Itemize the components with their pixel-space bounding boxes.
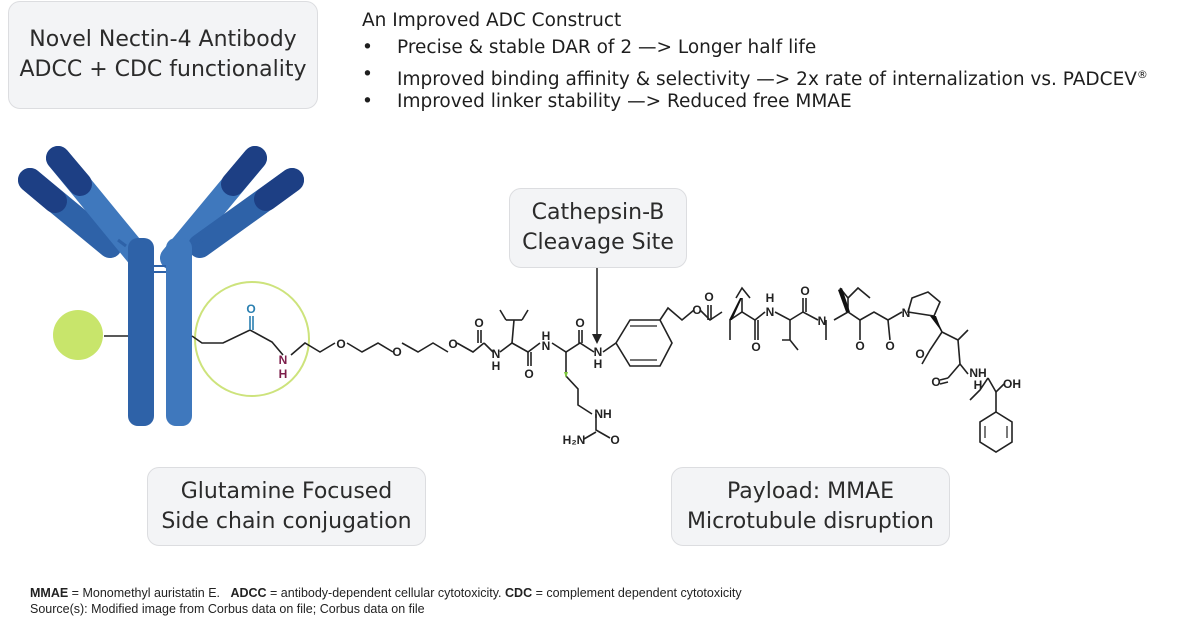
atom-label-h: H [492,359,501,373]
atom-label-o: O [855,339,864,353]
abbr-adcc-definition: = antibody-dependent cellular cytotoxici… [266,586,502,600]
atom-label-oh: OH [1003,377,1021,391]
abbr-cdc-definition: = complement dependent cytotoxicity [532,586,742,600]
atom-label-o: O [448,337,457,351]
construct-title: An Improved ADC Construct [362,10,622,31]
abbr-mmae-definition: = Monomethyl auristatin E. [68,586,221,600]
atom-label-o: O [575,316,584,330]
bullet-text: Improved linker stability —> Reduced fre… [397,91,852,112]
cleavage-site-line2: Cleavage Site [522,230,674,255]
atom-label-nh: NH [594,407,611,421]
registered-mark: ® [1136,68,1148,81]
atom-label-o: O [392,345,401,359]
atom-label-o: O [931,375,940,389]
stereo-wedges [729,288,942,332]
construct-panel: An Improved ADC Construct • Precise & st… [362,8,1148,115]
atom-label-h: H [279,367,288,381]
atom-label-nh: NH [969,366,986,380]
atom-label-o: O [915,347,924,361]
payload-line1: Payload: MMAE [726,478,895,504]
construct-bullet: • Improved binding affinity & selectivit… [362,61,1148,91]
conjugation-site-circle [194,281,310,397]
conjugation-box: Glutamine Focused Side chain conjugation [147,467,426,546]
antibody-left-stem [128,238,154,426]
linker-chain [191,286,1013,453]
abbr-mmae: MMAE [30,586,69,600]
payload-box: Payload: MMAE Microtubule disruption [671,467,950,546]
atom-label-h: H [594,357,603,371]
footnote-abbreviations: MMAE = Monomethyl auristatin E. ADCC = a… [30,585,742,601]
atom-label-h2n: H₂N [563,433,586,447]
bullet-dot: • [362,64,373,85]
bullet-dot: • [362,91,373,112]
construct-bullet: • Improved linker stability —> Reduced f… [362,88,1148,115]
payload-line2: Microtubule disruption [687,508,934,534]
conjugation-line1: Glutamine Focused [180,478,393,504]
antibody-label-line2: ADCC + CDC functionality [19,57,307,82]
atom-label-h: H [974,378,983,392]
abbr-cdc: CDC [505,586,533,600]
payload-dot-icon [53,310,103,360]
cleavage-site-line1: Cathepsin-B [531,200,665,225]
abbr-adcc: ADCC [230,586,267,600]
antibody-right-stem [166,238,192,426]
atom-label-n: N [594,345,603,359]
cleavage-arrowhead [592,334,602,344]
atom-label-o: O [610,433,619,447]
antibody-label-line1: Novel Nectin-4 Antibody [29,27,297,52]
atom-label-n: N [279,353,288,367]
construct-bullet-list: • Precise & stable DAR of 2 —> Longer ha… [362,34,1148,115]
bullet-dot: • [362,37,373,58]
atom-label-o: O [800,284,809,298]
footnote: MMAE = Monomethyl auristatin E. ADCC = a… [30,585,742,617]
footnote-source: Source(s): Modified image from Corbus da… [30,602,425,616]
atom-label-n: N [902,306,911,320]
atom-label-n: N [766,305,775,319]
atom-label-n: N [542,339,551,353]
bullet-text: Improved binding affinity & selectivity … [397,69,1137,91]
atom-label-o: O [885,339,894,353]
bullet-text: Precise & stable DAR of 2 —> Longer half… [397,37,817,58]
atom-label-o: O [246,302,255,316]
antibody-left-outer-arm [18,168,122,258]
atom-label-o: O [524,367,533,381]
atom-label-n: N [492,347,501,361]
atom-label-h: H [766,291,775,305]
conjugation-line2: Side chain conjugation [161,508,412,534]
atom-label-h: H [542,329,551,343]
stereo-marker [564,372,568,378]
cleavage-site-box: Cathepsin-B Cleavage Site [509,188,687,268]
atom-label-o: O [704,290,713,304]
atom-label-o: O [751,340,760,354]
antibody-label-box: Novel Nectin-4 Antibody ADCC + CDC funct… [8,1,318,109]
antibody-left-inner-arm [46,146,152,270]
atom-label-o: O [692,303,701,317]
antibody-icon [18,146,304,426]
atom-label-n: N [818,314,827,328]
construct-bullet: • Precise & stable DAR of 2 —> Longer ha… [362,34,1148,61]
antibody-right-outer-arm [188,168,304,258]
atom-label-o: O [336,337,345,351]
atom-label-o: O [474,316,483,330]
